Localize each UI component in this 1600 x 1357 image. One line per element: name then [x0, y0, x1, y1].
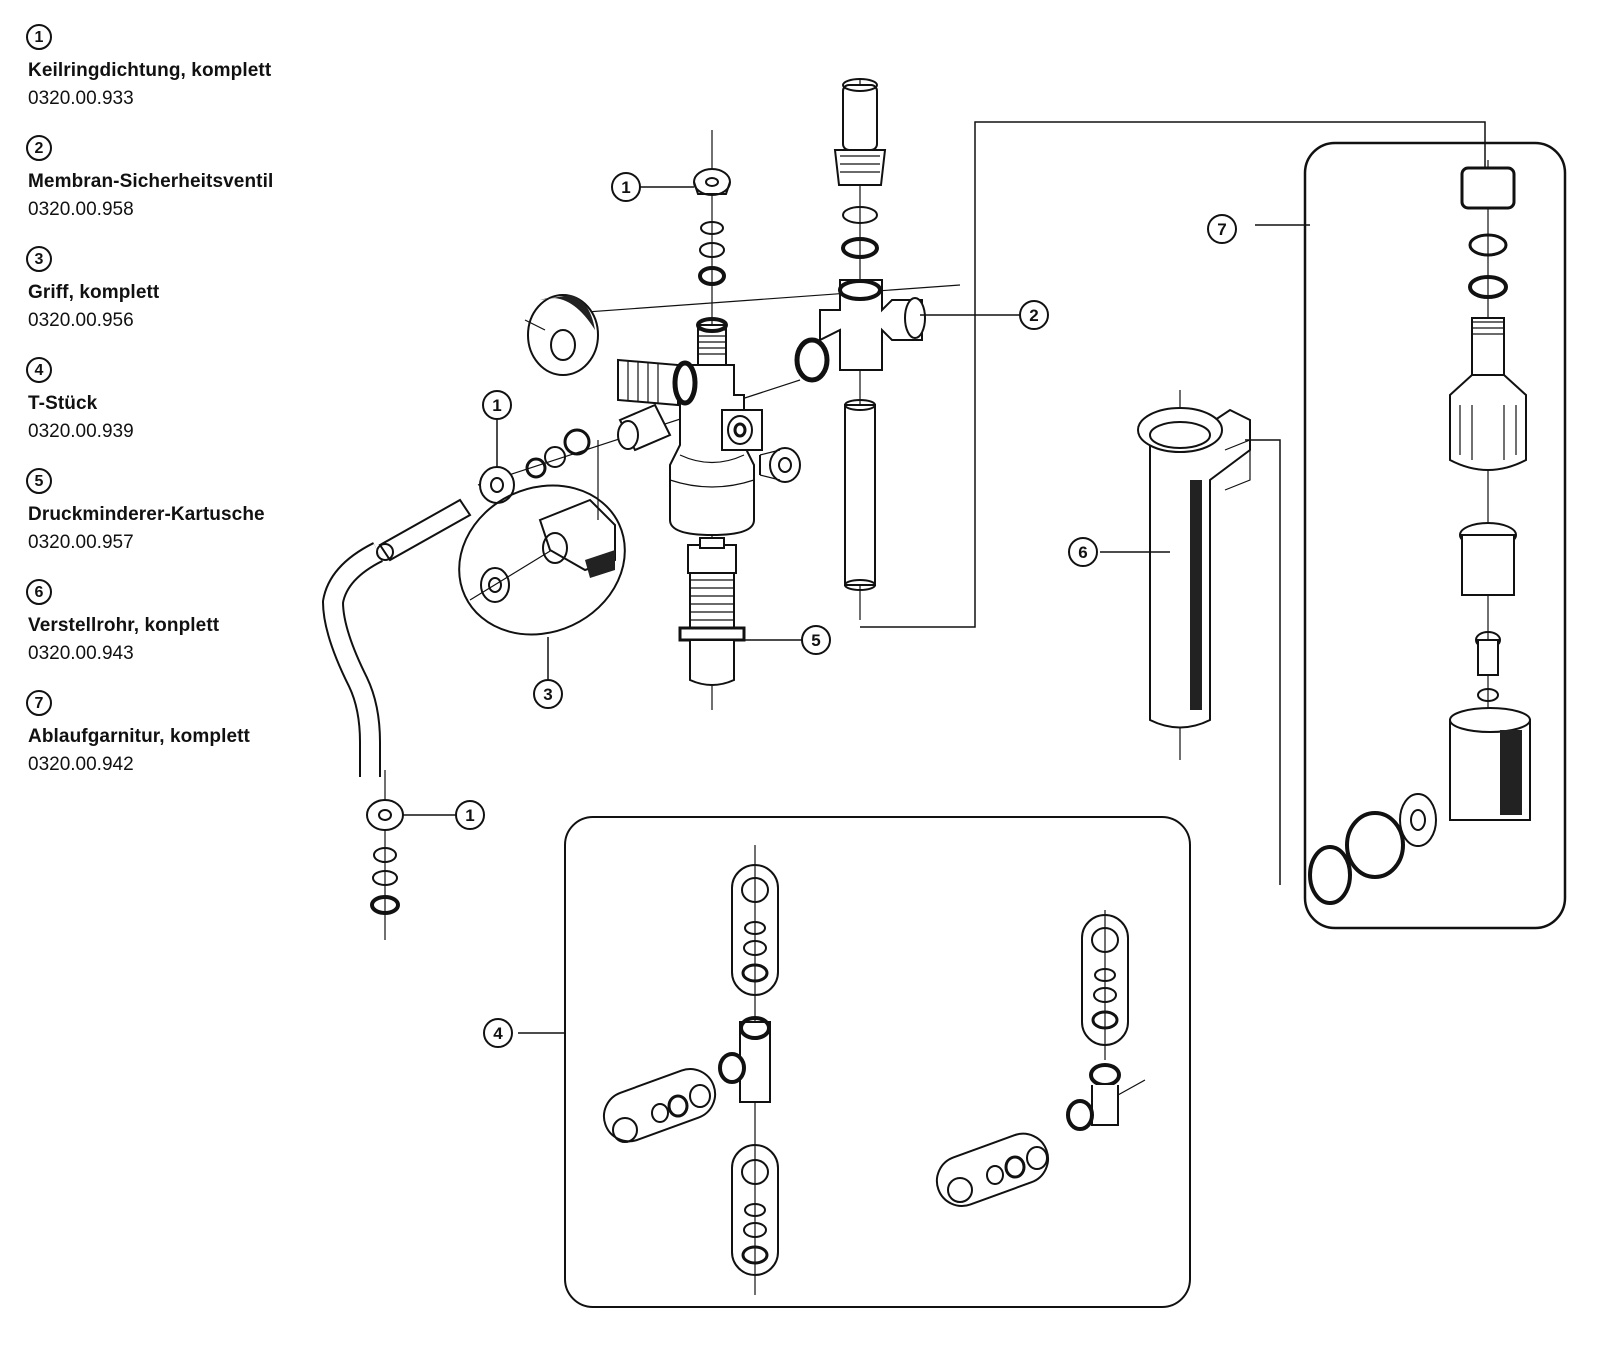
legend-part-name: Keilringdichtung, komplett: [28, 60, 272, 81]
callout-6: 6: [1068, 537, 1098, 567]
legend-entry-4: 4 T-Stück 0320.00.939: [26, 353, 356, 464]
legend-entry-3: 3 Griff, komplett 0320.00.956: [26, 242, 356, 353]
safety-valve-column: [794, 78, 1486, 628]
svg-text:1: 1: [492, 396, 501, 415]
svg-text:7: 7: [1217, 220, 1226, 239]
main-valve-assembly: [477, 130, 961, 710]
svg-text:2: 2: [1029, 306, 1038, 325]
callout-7: 7: [1207, 214, 1237, 244]
legend-number: 1: [26, 24, 52, 50]
legend-part-code: 0320.00.933: [28, 88, 134, 109]
pressure-reducer-cartridge: [678, 537, 746, 686]
svg-text:1: 1: [621, 178, 630, 197]
handle-detail-inset: [458, 440, 626, 636]
legend-part-code: 0320.00.956: [28, 310, 134, 331]
adjustment-tube: [1137, 390, 1281, 885]
parts-legend: 1 Keilringdichtung, komplett 0320.00.933…: [26, 20, 356, 797]
callout-3: 3: [533, 679, 563, 709]
legend-part-name: Griff, komplett: [28, 282, 160, 303]
legend-entry-6: 6 Verstellrohr, konplett 0320.00.943: [26, 575, 356, 686]
legend-part-name: Membran-Sicherheitsventil: [28, 171, 274, 192]
legend-number: 5: [26, 468, 52, 494]
leader-lines: [403, 186, 1170, 816]
legend-part-code: 0320.00.942: [28, 754, 134, 775]
legend-part-name: Druckminderer-Kartusche: [28, 504, 265, 525]
legend-number: 2: [26, 135, 52, 161]
legend-part-code: 0320.00.939: [28, 421, 134, 442]
legend-number: 6: [26, 579, 52, 605]
legend-part-code: 0320.00.957: [28, 532, 134, 553]
callout-1a: 1: [611, 172, 641, 202]
legend-entry-5: 5 Druckminderer-Kartusche 0320.00.957: [26, 464, 356, 575]
legend-number: 4: [26, 357, 52, 383]
legend-entry-2: 2 Membran-Sicherheitsventil 0320.00.958: [26, 131, 356, 242]
legend-number: 7: [26, 690, 52, 716]
legend-part-code: 0320.00.958: [28, 199, 134, 220]
keilring-nut-left: [479, 466, 515, 504]
callout-1c: 1: [455, 800, 485, 830]
svg-text:4: 4: [493, 1024, 503, 1043]
callout-2: 2: [1019, 300, 1049, 330]
callout-1b: 1: [482, 390, 512, 420]
legend-part-name: T-Stück: [28, 393, 98, 414]
drain-knob: [759, 447, 801, 483]
keilring-nut-top: [693, 168, 731, 196]
svg-text:5: 5: [811, 631, 820, 650]
legend-part-name: Verstellrohr, konplett: [28, 615, 220, 636]
connecting-hose: [321, 498, 472, 940]
svg-text:6: 6: [1078, 543, 1087, 562]
legend-entry-1: 1 Keilringdichtung, komplett 0320.00.933: [26, 20, 356, 131]
keilring-nut-bottom: [366, 799, 404, 831]
callout-5: 5: [801, 625, 831, 655]
legend-part-name: Ablaufgarnitur, komplett: [28, 726, 250, 747]
svg-text:3: 3: [543, 685, 552, 704]
legend-part-code: 0320.00.943: [28, 643, 134, 664]
seal-ring: [698, 266, 726, 286]
drain-set-inset: [1255, 141, 1567, 930]
seal-ring: [699, 242, 725, 258]
t-piece-inset: [518, 816, 1191, 1308]
legend-number: 3: [26, 246, 52, 272]
callout-4: 4: [483, 1018, 513, 1048]
handle-wheel: [524, 294, 599, 376]
svg-text:1: 1: [465, 806, 474, 825]
legend-entry-7: 7 Ablaufgarnitur, komplett 0320.00.942: [26, 686, 356, 797]
seal-ring: [700, 221, 724, 235]
